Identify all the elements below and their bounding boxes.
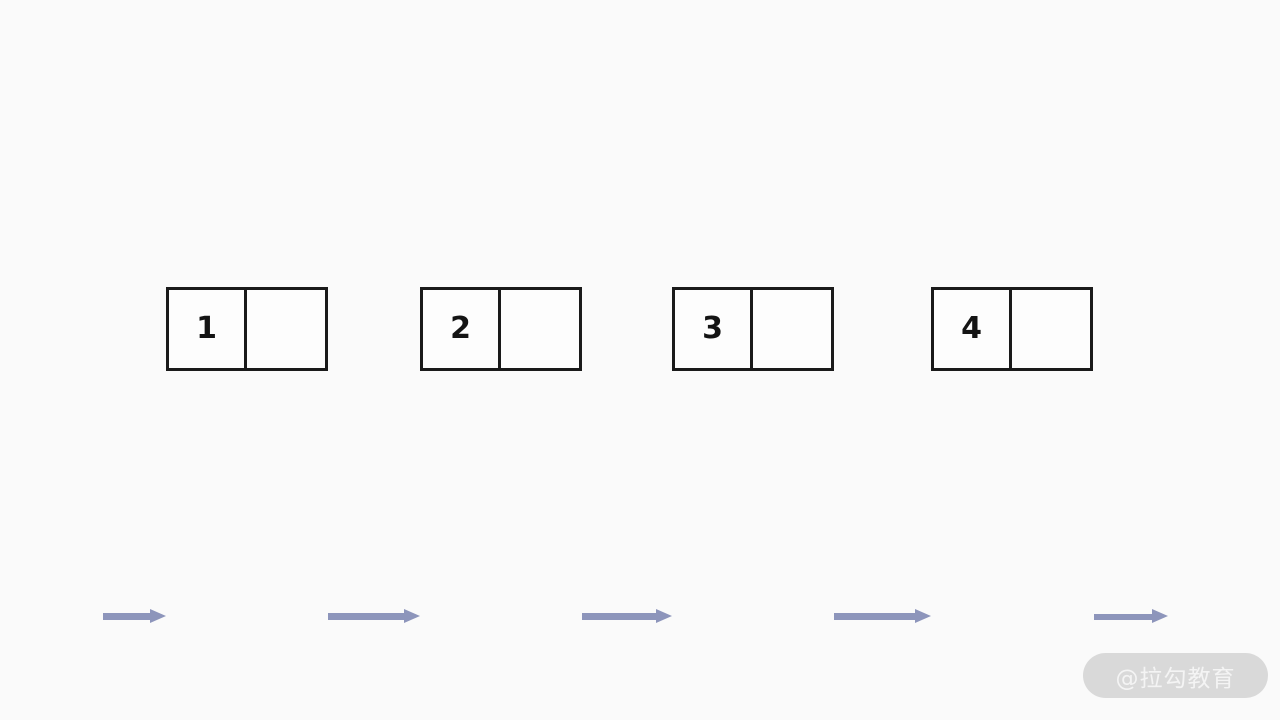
arrow-shaft (582, 613, 658, 620)
arrow-shaft (328, 613, 406, 620)
tail-pointer-arrow (1094, 609, 1168, 623)
node-value-cell: 3 (675, 290, 753, 368)
list-node[interactable]: 2 (420, 287, 582, 371)
arrow-head-icon (656, 609, 672, 623)
linked-list-row: 1 2 3 4 (0, 287, 1280, 623)
node-value-cell: 1 (169, 290, 247, 368)
watermark-text: @拉勾教育 (1115, 665, 1236, 692)
node-next-pointer-cell (501, 290, 579, 368)
arrow-head-icon (915, 609, 931, 623)
node-next-pointer-cell (247, 290, 325, 368)
head-pointer-arrow (103, 609, 166, 623)
list-node[interactable]: 3 (672, 287, 834, 371)
arrow-shaft (834, 613, 917, 620)
watermark-badge: @拉勾教育 (1083, 653, 1268, 698)
arrow-head-icon (150, 609, 166, 623)
list-node[interactable]: 4 (931, 287, 1093, 371)
node-value-cell: 2 (423, 290, 501, 368)
arrow-shaft (1094, 613, 1154, 620)
arrow-head-icon (404, 609, 420, 623)
node-next-pointer-cell (1012, 290, 1090, 368)
link-arrow-3-to-4 (834, 609, 931, 623)
node-next-pointer-cell (753, 290, 831, 368)
node-value-cell: 4 (934, 290, 1012, 368)
arrow-shaft (103, 613, 152, 620)
arrow-head-icon (1152, 609, 1168, 623)
list-node[interactable]: 1 (166, 287, 328, 371)
link-arrow-1-to-2 (328, 609, 420, 623)
link-arrow-2-to-3 (582, 609, 672, 623)
